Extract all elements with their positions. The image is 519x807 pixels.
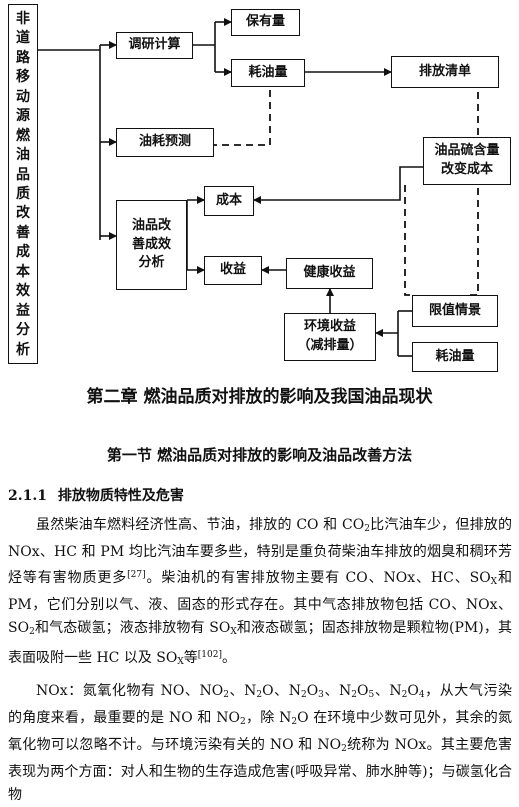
vertical-title-char: 品 bbox=[16, 166, 30, 183]
vertical-title-char: 油 bbox=[16, 147, 30, 164]
paragraph-2: NOx：氮氧化物有 NO、NO2、N2O、N2O3、N2O5、N2O4，从大气污… bbox=[8, 683, 513, 803]
vertical-title-char: 非 bbox=[16, 11, 30, 27]
paragraph-1: 虽然柴油车燃料经济性高、节油，排放的 CO 和 CO2比汽油车少，但排放的 NO… bbox=[8, 517, 512, 667]
emission-inventory-box: 排放清单 bbox=[391, 56, 499, 88]
vertical-title-char: 道 bbox=[16, 30, 30, 47]
env-benefit-box: 环境收益 （减排量） bbox=[284, 313, 376, 361]
section-title: 第一节 燃油品质对排放的影响及油品改善方法 bbox=[106, 446, 413, 464]
research-calc-box: 调研计算 bbox=[116, 32, 193, 59]
limit-scenario-box: 限值情景 bbox=[412, 295, 498, 327]
vertical-title-char: 改 bbox=[16, 205, 30, 222]
dashed-consumption-to-forecast bbox=[214, 90, 271, 146]
ownership-box: 保有量 bbox=[231, 9, 300, 36]
vertical-title-char: 动 bbox=[16, 88, 30, 105]
fuel-improve-analysis-box: 油品改善成效分析 bbox=[116, 200, 187, 290]
vertical-title-char: 本 bbox=[16, 263, 30, 280]
fuel-consumption-top-box: 耗油量 bbox=[231, 59, 305, 87]
vertical-title-char: 善 bbox=[16, 224, 30, 241]
vertical-title-char: 燃 bbox=[16, 127, 30, 144]
vertical-title-char: 效 bbox=[16, 283, 30, 300]
health-benefit-box: 健康收益 bbox=[286, 258, 373, 289]
dashed-sulfur-to-limit bbox=[404, 185, 412, 296]
vertical-title-char: 源 bbox=[16, 108, 30, 125]
benefit-box: 收益 bbox=[204, 256, 262, 285]
sulfur-change-cost-box: 油品硫含量改变成本 bbox=[423, 137, 511, 185]
vertical-title-char: 益 bbox=[16, 302, 30, 319]
fuel-forecast-box: 油耗预测 bbox=[116, 128, 214, 157]
vertical-title-char: 析 bbox=[16, 341, 30, 358]
fuel-consumption-bottom-box: 耗油量 bbox=[412, 342, 498, 372]
vertical-title-char: 路 bbox=[16, 49, 30, 66]
subsection-number: 2.1.1 bbox=[8, 488, 47, 504]
chapter-title: 第二章 燃油品质对排放的影响及我国油品现状 bbox=[86, 387, 433, 407]
vertical-title-char: 成 bbox=[16, 244, 30, 261]
vertical-title-box: 非道路移动源燃油品质改善成本效益分析 bbox=[8, 4, 38, 364]
subsection-heading: 2.1.1 排放物质特性及危害 bbox=[8, 485, 184, 505]
vertical-title-char: 质 bbox=[16, 186, 30, 202]
vertical-title-char: 分 bbox=[16, 322, 30, 339]
cost-box: 成本 bbox=[204, 186, 254, 216]
subsection-title: 排放物质特性及危害 bbox=[57, 488, 184, 504]
connector-sulfur-to-cost bbox=[253, 166, 423, 204]
vertical-title-char: 移 bbox=[16, 69, 30, 86]
dashed-inventory-to-limit bbox=[466, 92, 479, 296]
